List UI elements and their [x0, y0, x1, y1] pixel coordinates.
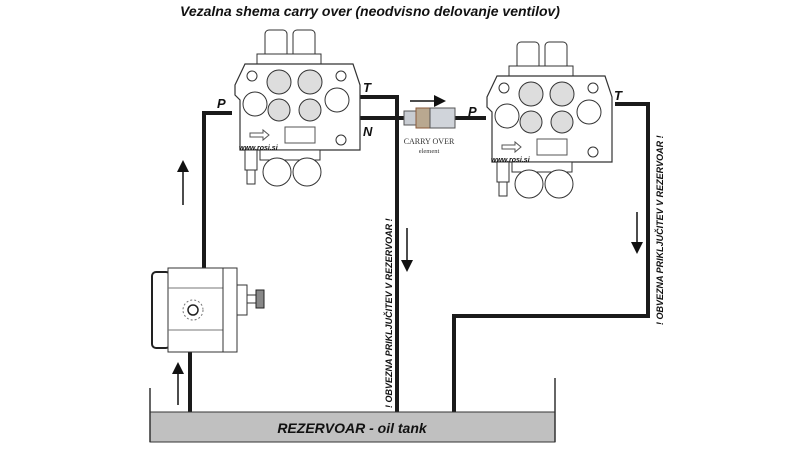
carry-over-label: CARRY OVER [404, 137, 455, 146]
pressure-line-to-valve1 [202, 111, 232, 275]
control-valve-2: www.rosi.si [486, 41, 613, 199]
valve1-port-t: T [363, 80, 372, 95]
oil-tank: REZERVOAR - oil tank [149, 378, 556, 443]
carry-over-sublabel: element [419, 148, 440, 155]
flow-arrows [172, 95, 643, 405]
brand-label: www.rosi.si [239, 145, 279, 152]
control-valve-1: www.rosi.si [234, 29, 361, 187]
brand-label: www.rosi.si [491, 157, 531, 164]
return-note-valve2: ! OBVEZNA PRIKLJUČITEV V REZERVOAR ! [654, 135, 665, 325]
hydraulic-pump [151, 267, 265, 353]
carry-over-element: CARRY OVER element [403, 107, 456, 155]
return-line-valve2 [452, 102, 650, 412]
return-note-valve1: ! OBVEZNA PRIKLJUČITEV V REZERVOAR ! [383, 218, 394, 408]
return-line-valve1 [360, 95, 399, 412]
valve2-port-p: P [468, 104, 477, 119]
tank-label: REZERVOAR - oil tank [277, 420, 428, 436]
valve1-port-p: P [217, 96, 226, 111]
valve1-port-n: N [363, 124, 373, 139]
valve2-port-t: T [614, 88, 623, 103]
diagram-title: Vezalna shema carry over (neodvisno delo… [180, 3, 560, 19]
